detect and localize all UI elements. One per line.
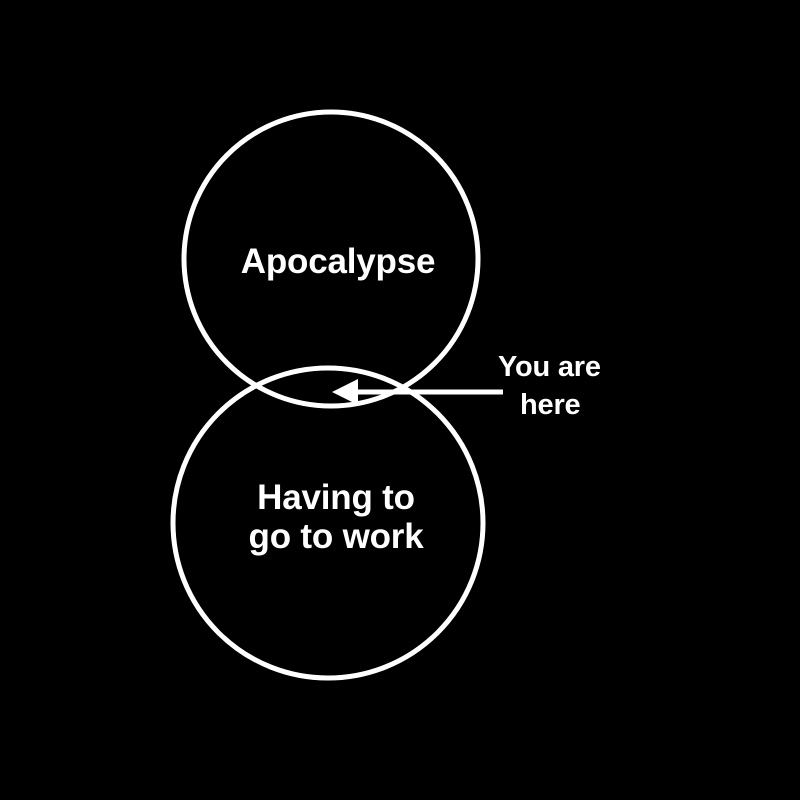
circle-label-apocalypse: Apocalypse bbox=[240, 242, 436, 281]
you-are-here-line-2: here bbox=[520, 388, 581, 421]
venn-circle-apocalypse bbox=[181, 109, 481, 409]
circle-label-work-line-2: go to work bbox=[248, 517, 424, 557]
you-are-here-line-1: You are bbox=[498, 351, 601, 383]
you-are-here-label: You are here bbox=[498, 349, 738, 424]
circle-label-work-line-1: Having to bbox=[257, 478, 415, 517]
arrow-head-icon bbox=[332, 379, 358, 405]
you-are-here-arrow bbox=[332, 379, 503, 405]
venn-circle-having-to-go-to-work bbox=[170, 365, 486, 681]
